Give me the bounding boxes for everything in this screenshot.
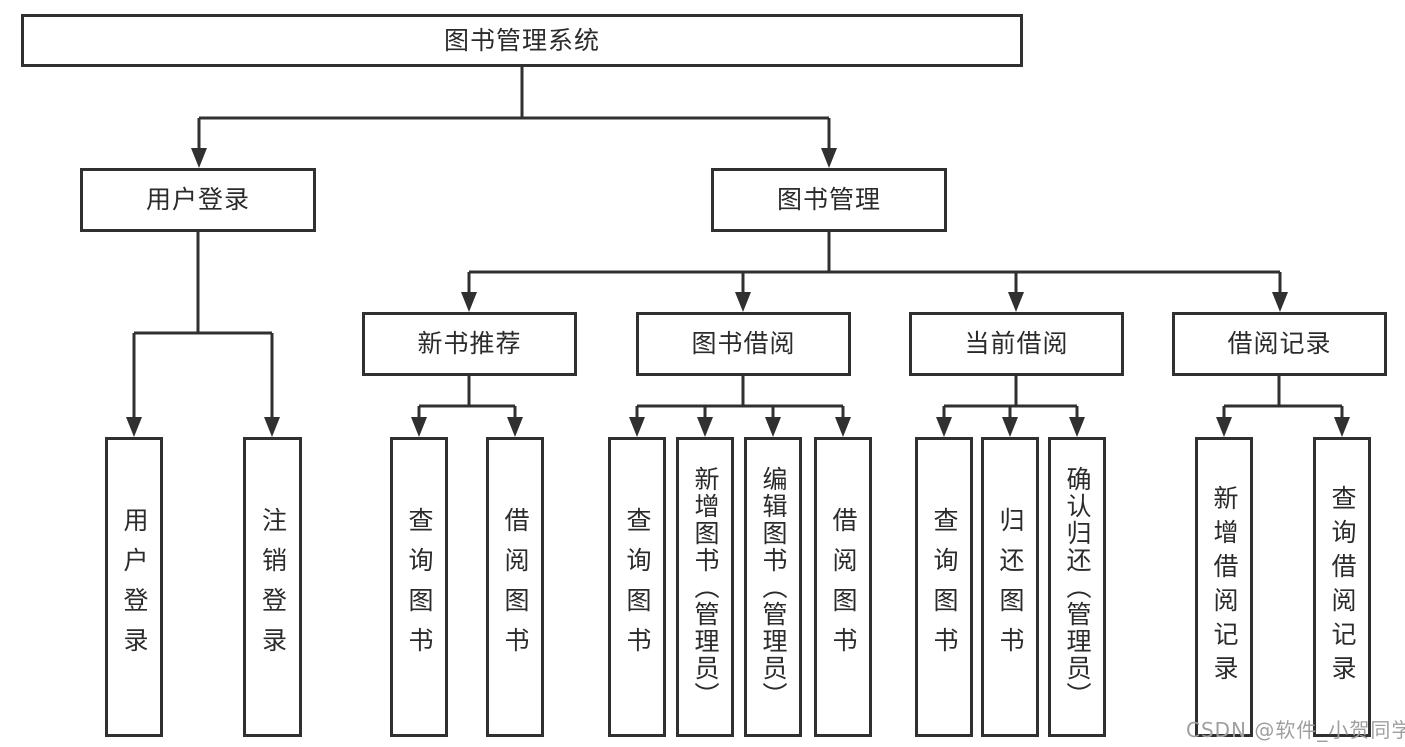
arrowhead-down [1002, 417, 1018, 437]
leaf-edit-books-admin: 编辑图书（管理员） [744, 437, 802, 737]
leaf-borrow-books-recommend: 借阅图书 [486, 437, 544, 737]
leaf-borrow-books-borrowing: 借阅图书 [814, 437, 872, 737]
arrowhead-down [1272, 292, 1288, 312]
arrowhead-down [126, 417, 142, 437]
node-library-system: 图书管理系统 [21, 14, 1023, 67]
node-new-book-recommend: 新书推荐 [362, 312, 577, 376]
leaf-query-books-current: 查询图书 [915, 437, 973, 737]
arrowhead-down [1216, 417, 1232, 437]
leaf-user-login: 用户登录 [105, 437, 163, 737]
arrowhead-down [835, 417, 851, 437]
node-book-management: 图书管理 [711, 168, 947, 232]
arrowhead-down [507, 417, 523, 437]
arrowhead-down [936, 417, 952, 437]
arrowhead-down [1069, 417, 1085, 437]
node-current-borrowing: 当前借阅 [909, 312, 1124, 376]
leaf-logout: 注销登录 [243, 437, 302, 737]
node-book-borrowing: 图书借阅 [636, 312, 851, 376]
arrowhead-down [411, 417, 427, 437]
leaf-query-books-recommend: 查询图书 [390, 437, 448, 737]
arrowhead-down [191, 148, 207, 168]
leaf-add-borrow-record: 新增借阅记录 [1195, 437, 1253, 737]
arrowhead-down [1008, 292, 1024, 312]
csdn-watermark: CSDN @软件_小贺同学 [1186, 718, 1405, 742]
node-borrow-records: 借阅记录 [1172, 312, 1387, 376]
arrowhead-down [697, 417, 713, 437]
arrowhead-down [461, 292, 477, 312]
leaf-query-books-borrowing: 查询图书 [608, 437, 666, 737]
arrowhead-down [765, 417, 781, 437]
arrowhead-down [629, 417, 645, 437]
leaf-add-books-admin: 新增图书（管理员） [676, 437, 734, 737]
arrowhead-down [821, 148, 837, 168]
leaf-confirm-return-admin: 确认归还（管理员） [1048, 437, 1106, 737]
arrowhead-down [735, 292, 751, 312]
arrowhead-down [1334, 417, 1350, 437]
arrowhead-down [264, 417, 280, 437]
leaf-return-books: 归还图书 [981, 437, 1039, 737]
leaf-query-borrow-record: 查询借阅记录 [1313, 437, 1371, 737]
node-user-login: 用户登录 [80, 168, 316, 232]
